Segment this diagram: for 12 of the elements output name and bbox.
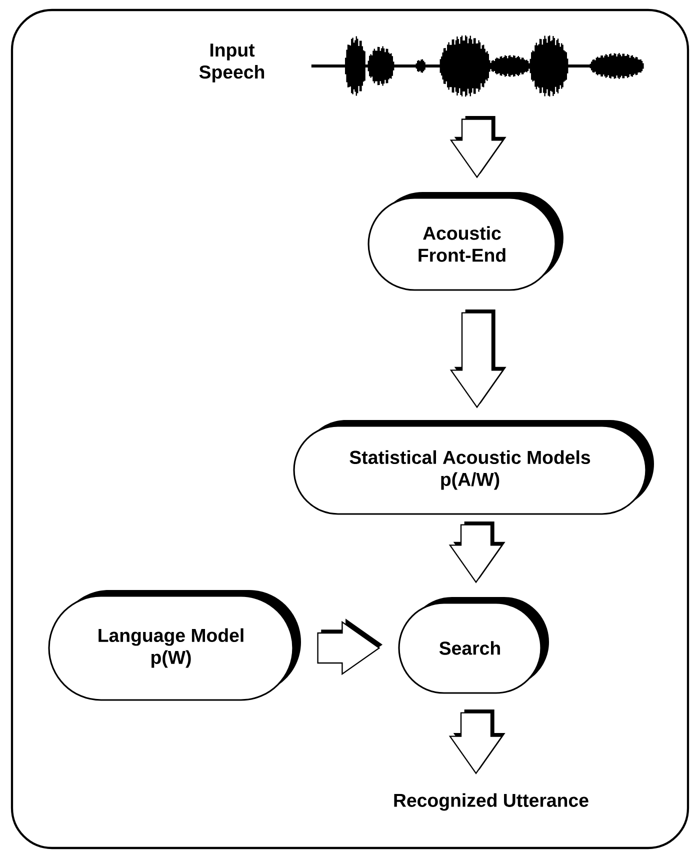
block-arrow [450,309,506,408]
rounded-box: Acoustic Front-End [368,192,564,291]
block-arrow [317,618,383,676]
block-arrow [450,116,506,178]
block-arrow [448,709,506,774]
rounded-box: Search [398,597,549,694]
waveform-drawing [311,34,644,98]
node-label: Input Speech [199,44,264,82]
rounded-box: Statistical Acoustic Models p(A/W) [293,420,654,515]
block-arrow [448,521,506,584]
output-label: Recognized Utterance [394,793,588,811]
rounded-box: Language Model p(W) [48,590,301,701]
